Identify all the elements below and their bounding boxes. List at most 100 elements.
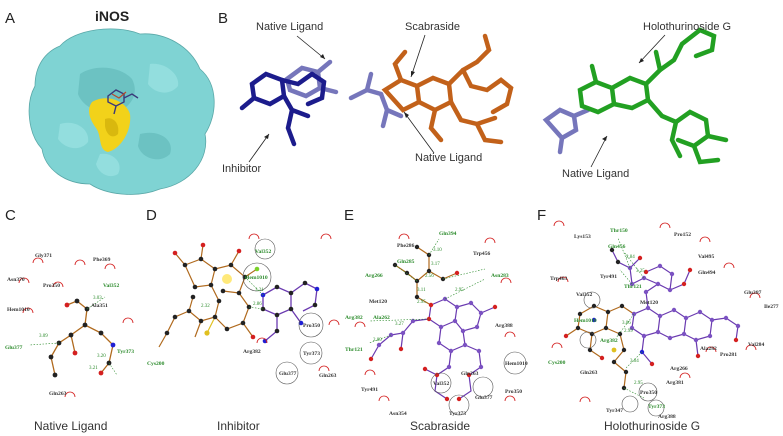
residue-ile277: Ile277 bbox=[764, 304, 779, 310]
residue-val284: Val284 bbox=[748, 342, 764, 348]
interaction-diagram-native-ligand: Gly371 Phe369 Asn370 Pro350 Val352 Hem10… bbox=[5, 253, 134, 398]
residue-gln263: Gln263 bbox=[461, 371, 479, 377]
svg-text:2.86: 2.86 bbox=[253, 302, 262, 307]
interaction-diagram-holothurinoside: Thr150 Lys153 Pro152 Val495 Gln456 Gln49… bbox=[548, 220, 779, 420]
svg-text:3.21: 3.21 bbox=[255, 288, 264, 293]
label-holothurinoside-g: Holothurinoside G bbox=[643, 21, 732, 33]
caption-holothurinoside-g: Holothurinoside G bbox=[604, 419, 701, 433]
ligand-overlay-inhibitor bbox=[239, 59, 339, 147]
ligand-overlay-holothurinoside bbox=[542, 27, 729, 165]
residue-arg382: Arg382 bbox=[243, 349, 261, 355]
residue-tyr373: Tyr373 bbox=[303, 351, 320, 357]
residue-pro350: Pro350 bbox=[640, 390, 657, 396]
residue-pro152: Pro152 bbox=[674, 232, 691, 238]
svg-text:2.95: 2.95 bbox=[455, 288, 464, 293]
caption-native-ligand: Native Ligand bbox=[34, 419, 108, 433]
residue-hem1010: Hem1010 bbox=[245, 275, 268, 281]
interaction-diagram-inhibitor: Val352 Hem1010 Pro350 Tyr373 Glu377 Gln2… bbox=[147, 233, 340, 385]
residue-asn354: Asn354 bbox=[389, 411, 407, 417]
ligand-overlay-scabraside bbox=[348, 33, 514, 145]
caption-inhibitor: Inhibitor bbox=[217, 419, 260, 433]
residue-thr121: Thr121 bbox=[345, 347, 363, 353]
residue-thr121: Thr121 bbox=[624, 284, 642, 290]
svg-text:3.04: 3.04 bbox=[630, 359, 639, 364]
residue-thr150: Thr150 bbox=[610, 228, 628, 234]
residue-arg388: Arg388 bbox=[658, 414, 676, 420]
residue-met120: Met120 bbox=[640, 300, 658, 306]
residue-glu377: Glu377 bbox=[5, 345, 23, 351]
residue-tyr491: Tyr491 bbox=[361, 387, 378, 393]
svg-text:3.10: 3.10 bbox=[433, 248, 442, 253]
residue-arg266: Arg266 bbox=[365, 273, 383, 279]
panel-letter-d: D bbox=[146, 207, 157, 224]
panel-a-title: iNOS bbox=[95, 8, 130, 24]
residue-phe286: Phe286 bbox=[397, 243, 415, 249]
panel-letter-e: E bbox=[344, 207, 355, 224]
residue-arg382: Arg382 bbox=[345, 315, 363, 321]
svg-text:2.89: 2.89 bbox=[373, 338, 382, 343]
residue-pro350: Pro350 bbox=[43, 283, 60, 289]
svg-text:3.03: 3.03 bbox=[93, 296, 102, 301]
svg-text:2.95: 2.95 bbox=[417, 300, 426, 305]
arrow-inhibitor bbox=[248, 133, 270, 163]
residue-val495: Val495 bbox=[698, 254, 714, 260]
svg-text:3.25: 3.25 bbox=[636, 269, 645, 274]
residue-hem1010: Hem1010 bbox=[574, 318, 597, 324]
arrow-scabraside bbox=[410, 34, 426, 78]
residue-val352: Val352 bbox=[576, 292, 592, 298]
residue-tyr347: Tyr347 bbox=[606, 408, 623, 414]
residue-met120: Met120 bbox=[369, 299, 387, 305]
svg-text:2.95: 2.95 bbox=[634, 381, 643, 386]
panel-letter-a: A bbox=[5, 10, 16, 27]
residue-asn283: Asn283 bbox=[491, 273, 509, 279]
svg-text:2.56: 2.56 bbox=[425, 274, 434, 279]
residue-arg382: Arg382 bbox=[600, 338, 618, 344]
residue-tyr373: Tyr373 bbox=[117, 349, 134, 355]
residue-ala262: Ala262 bbox=[373, 315, 390, 321]
residue-gln263: Gln263 bbox=[580, 370, 598, 376]
residue-pro281: Pro281 bbox=[720, 352, 737, 358]
label-native-ligand-3: Native Ligand bbox=[562, 168, 630, 180]
residue-ala282: Ala282 bbox=[700, 346, 717, 352]
residue-trp456: Trp456 bbox=[473, 251, 491, 257]
residue-arg388: Arg388 bbox=[495, 323, 513, 329]
residue-gly371: Gly371 bbox=[35, 253, 52, 259]
panel-letter-b: B bbox=[218, 10, 229, 27]
residue-pro350: Pro350 bbox=[303, 323, 320, 329]
residue-arg266: Arg266 bbox=[670, 366, 688, 372]
svg-text:3.11: 3.11 bbox=[417, 288, 426, 293]
residue-asn370: Asn370 bbox=[7, 277, 25, 283]
svg-text:3.06: 3.06 bbox=[622, 321, 631, 326]
svg-text:3.17: 3.17 bbox=[431, 262, 440, 267]
residue-hem1010: Hem1010 bbox=[7, 307, 30, 313]
residue-val352: Val352 bbox=[255, 249, 271, 255]
label-native-ligand-2: Native Ligand bbox=[415, 152, 483, 164]
arrow-native-ligand-3 bbox=[590, 135, 608, 168]
svg-text:3.09: 3.09 bbox=[39, 334, 48, 339]
svg-text:2.84: 2.84 bbox=[626, 255, 635, 260]
label-scabraside: Scabraside bbox=[405, 21, 461, 33]
arrow-native-ligand-1 bbox=[296, 35, 326, 60]
caption-scabraside: Scabraside bbox=[410, 419, 471, 433]
residue-gln263: Gln263 bbox=[319, 373, 337, 379]
residue-tyr491: Tyr491 bbox=[600, 274, 617, 280]
svg-text:3.21: 3.21 bbox=[89, 366, 98, 371]
residue-val352: Val352 bbox=[433, 381, 449, 387]
residue-pro350: Pro350 bbox=[505, 389, 522, 395]
residue-hem1010: Hem1010 bbox=[505, 361, 528, 367]
label-inhibitor: Inhibitor bbox=[222, 163, 262, 175]
residue-trp463: Trp463 bbox=[550, 276, 568, 282]
residue-glu387: Glu387 bbox=[744, 290, 762, 296]
bound-ligand bbox=[107, 89, 139, 115]
svg-text:2.99: 2.99 bbox=[624, 329, 633, 334]
protein-surface-figure bbox=[28, 28, 215, 195]
residue-gln285: Gln285 bbox=[397, 259, 415, 265]
residue-cys200: Cys200 bbox=[147, 361, 165, 367]
interaction-diagram-scabraside: Phe286 Gln394 Gln285 Trp456 Arg266 Asn28… bbox=[345, 231, 528, 417]
residue-gln456: Gln456 bbox=[608, 244, 626, 250]
residue-tyr373: Tyr373 bbox=[449, 411, 466, 417]
arrow-native-ligand-2 bbox=[403, 111, 435, 154]
residue-arg381: Arg381 bbox=[666, 380, 684, 386]
arrow-holothurinoside bbox=[638, 34, 666, 64]
svg-text:3.27: 3.27 bbox=[395, 322, 404, 327]
